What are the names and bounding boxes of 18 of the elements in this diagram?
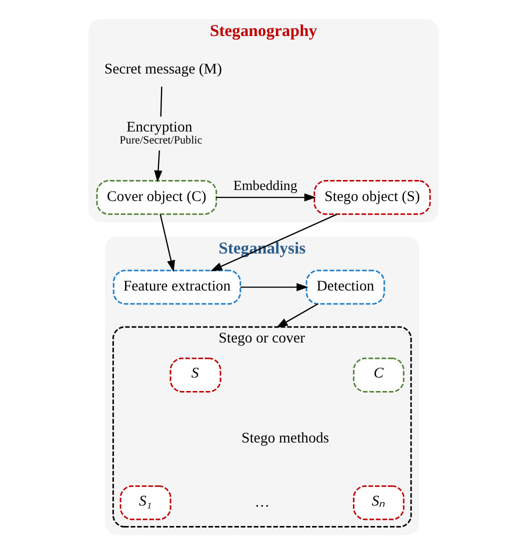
arrow bbox=[216, 193, 316, 202]
node-text: Encryption Pure/Secret/Public bbox=[120, 120, 202, 146]
node-box: S₁ bbox=[120, 485, 172, 520]
node-box: Sₙ bbox=[352, 485, 404, 520]
label: … bbox=[254, 494, 270, 510]
connector bbox=[160, 86, 162, 117]
node-box: Detection bbox=[306, 270, 385, 305]
node-box: C bbox=[352, 358, 404, 392]
node-box: Feature extraction bbox=[112, 270, 242, 305]
arrow bbox=[276, 303, 318, 328]
arrow bbox=[160, 214, 176, 272]
node-box: Stego object (S) bbox=[314, 180, 431, 215]
node-box: Cover object (C) bbox=[96, 180, 218, 215]
arrow bbox=[240, 283, 308, 292]
node-box: S bbox=[170, 358, 222, 392]
arrow bbox=[154, 150, 162, 182]
edge-label: Embedding bbox=[233, 179, 298, 194]
node-text: Secret message (M) bbox=[104, 61, 222, 78]
